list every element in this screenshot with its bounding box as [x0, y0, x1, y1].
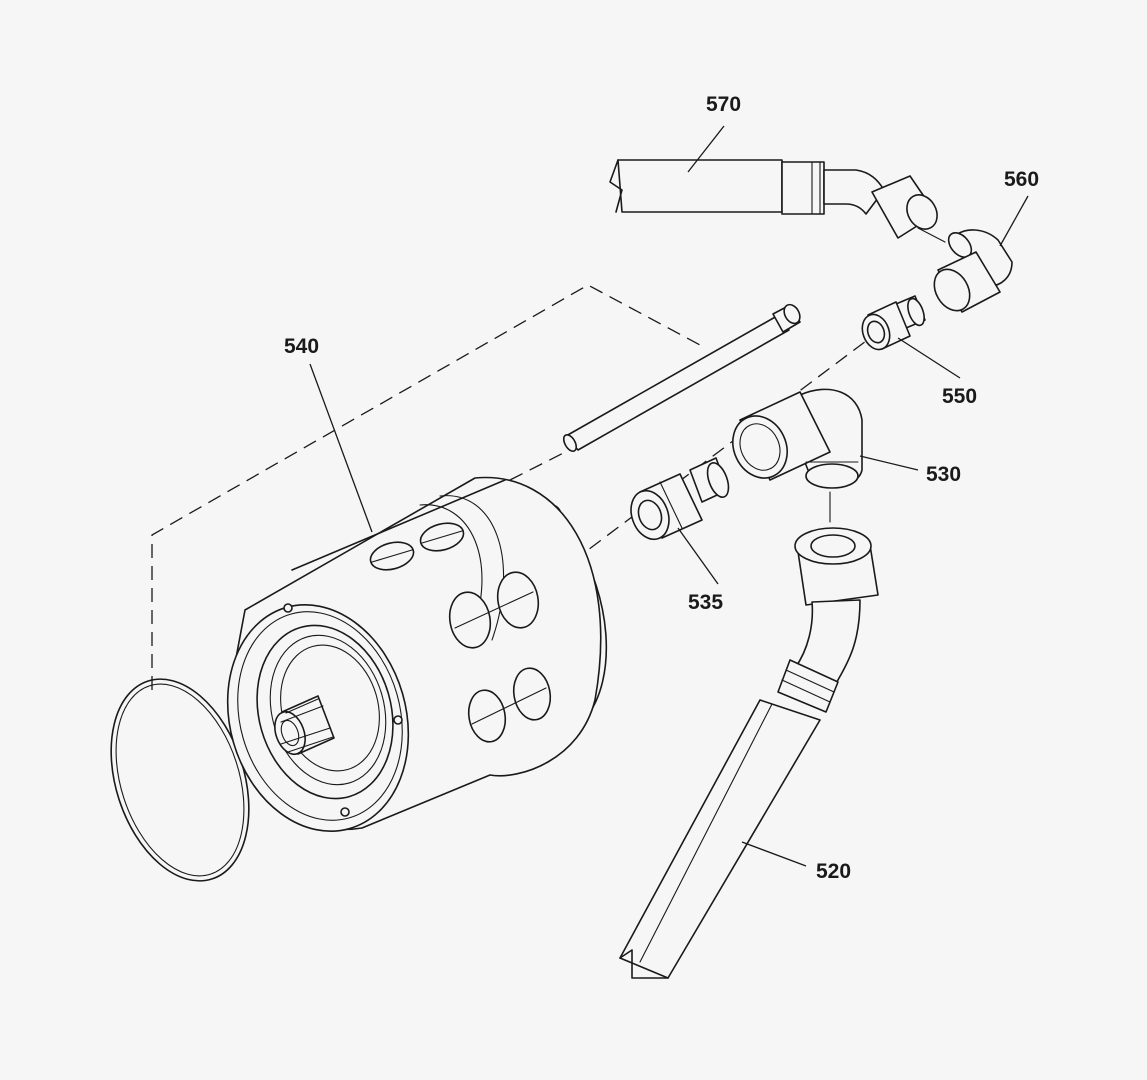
pin-rod [562, 303, 801, 452]
label-535: 535 [688, 591, 723, 614]
label-560: 560 [1004, 168, 1039, 191]
fitting-550 [861, 295, 926, 351]
housing-ports [369, 522, 552, 743]
label-570: 570 [706, 93, 741, 116]
housing-540 [226, 476, 608, 832]
reference-numerals: 570 560 550 540 535 530 520 [284, 93, 1039, 883]
label-550: 550 [942, 385, 977, 408]
hose-570 [609, 159, 938, 239]
label-520: 520 [816, 860, 851, 883]
elbow-530 [732, 388, 863, 489]
hose-520 [619, 527, 879, 979]
label-530: 530 [926, 463, 961, 486]
splined-shaft [274, 695, 335, 756]
leader-lines [309, 125, 1029, 867]
label-540: 540 [284, 335, 319, 358]
fitting-535 [630, 457, 730, 541]
elbow-560 [933, 229, 1013, 313]
